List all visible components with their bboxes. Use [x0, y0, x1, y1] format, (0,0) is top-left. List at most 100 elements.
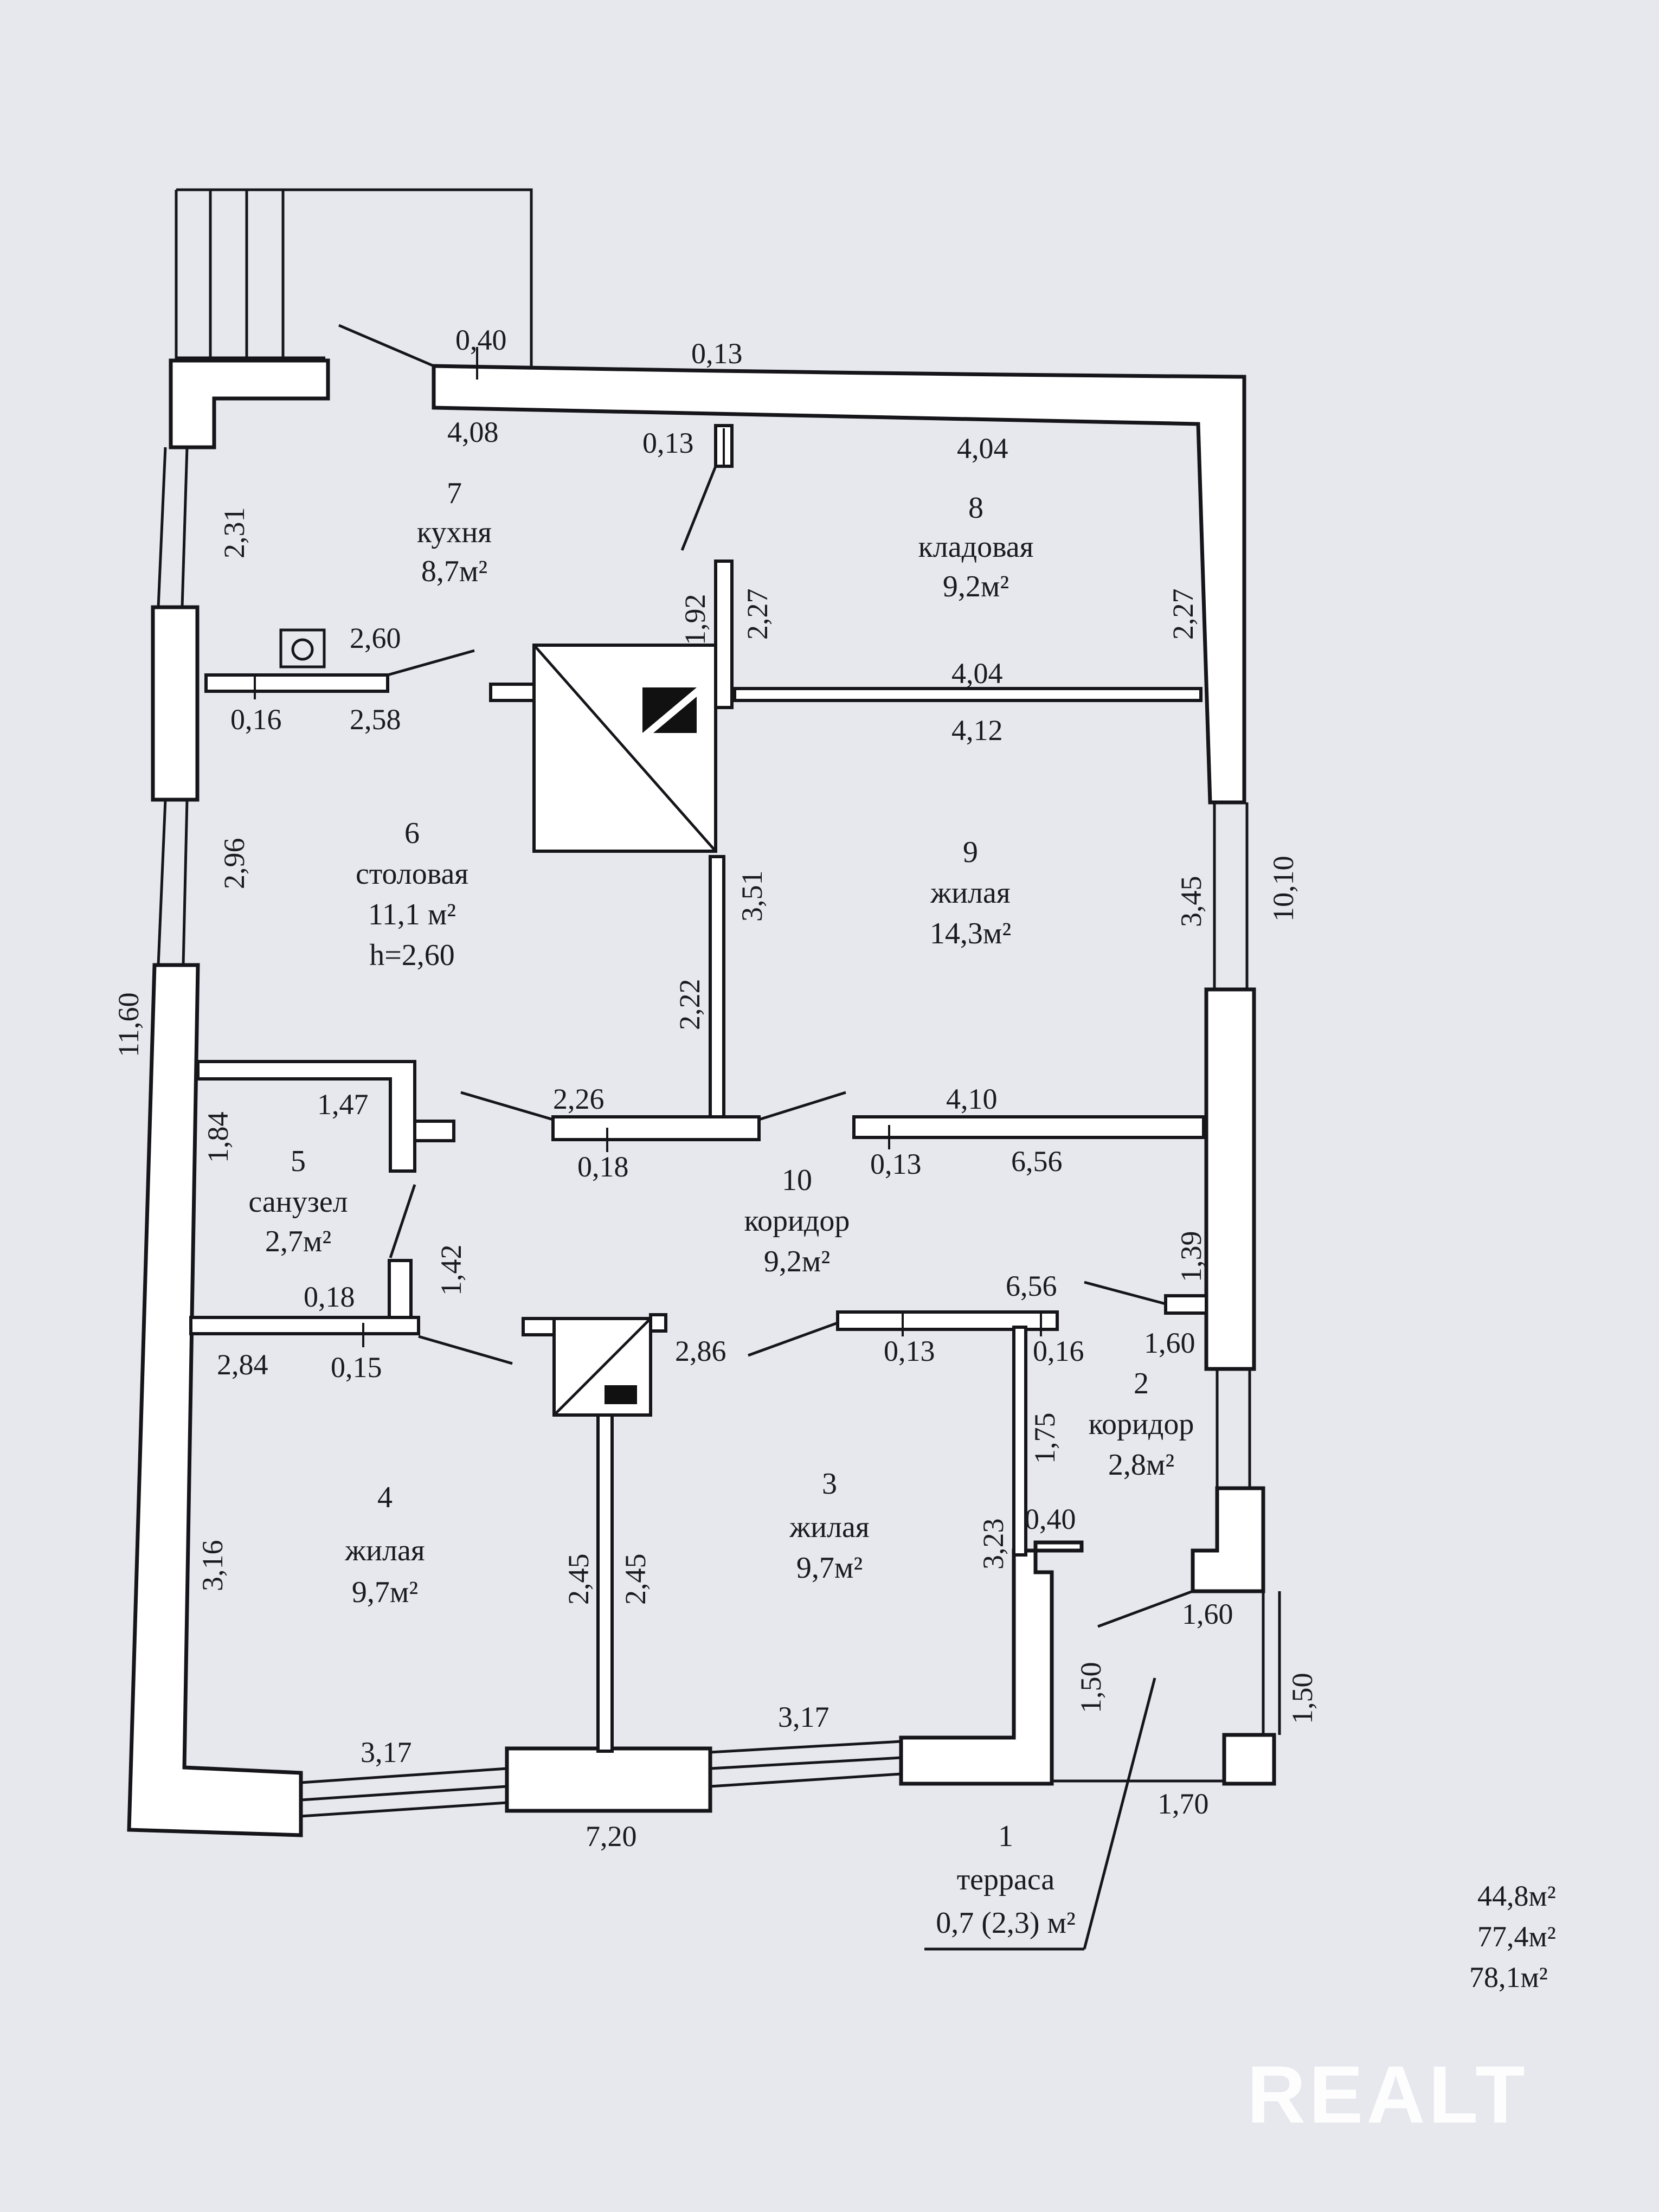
- dim-label: 6,56: [1011, 1145, 1063, 1178]
- dim-label: 3,23: [977, 1519, 1009, 1570]
- room-area: 11,1 м²: [368, 898, 456, 931]
- dim-label: 2,26: [553, 1083, 605, 1115]
- dim-label: 0,18: [304, 1281, 355, 1313]
- room-number: 8: [968, 491, 983, 525]
- room-number: 6: [404, 816, 420, 850]
- dimension-ticks: [254, 347, 1042, 1347]
- room-area: 9,7м²: [796, 1551, 863, 1585]
- dim-label: 6,56: [1006, 1270, 1057, 1302]
- dim-label: 4,12: [951, 714, 1003, 747]
- dim-label: 2,96: [218, 838, 250, 890]
- room-number: 9: [963, 835, 978, 869]
- dim-label: 1,70: [1158, 1787, 1209, 1820]
- windows: [157, 447, 1281, 1818]
- dim-label: 0,13: [691, 337, 743, 370]
- area-summary: 44,8м² 77,4м² 78,1м²: [1469, 1880, 1556, 1994]
- dim-label: 4,08: [447, 416, 499, 448]
- dim-label: 0,40: [455, 324, 507, 356]
- realt-watermark-logo: REALT: [1247, 2049, 1528, 2140]
- dim-label: 0,13: [642, 427, 694, 459]
- dim-label: 1,50: [1286, 1673, 1319, 1725]
- dim-label: 3,17: [778, 1701, 829, 1733]
- room-3-label: 3 жилая 9,7м²: [789, 1467, 869, 1585]
- dimension-labels: 0,40 0,13 4,08 0,13 4,04 2,60 0,16 2,58 …: [112, 324, 1319, 1853]
- dim-label: 2,27: [1167, 589, 1199, 640]
- dim-label: 2,45: [562, 1554, 595, 1605]
- dim-label: 0,15: [331, 1351, 382, 1384]
- room-9-label: 9 жилая 14,3м²: [930, 835, 1011, 950]
- dim-label: 3,17: [361, 1736, 412, 1769]
- room-name: столовая: [356, 857, 468, 891]
- summary-line: 77,4м²: [1477, 1920, 1556, 1953]
- dim-label: 0,13: [884, 1335, 935, 1367]
- dim-label: 1,60: [1182, 1598, 1233, 1630]
- dim-label: 2,22: [673, 979, 706, 1031]
- dim-label: 1,47: [317, 1088, 369, 1121]
- dim-label: 0,18: [577, 1150, 629, 1183]
- dim-label: 1,50: [1075, 1662, 1107, 1714]
- interior-walls: [189, 424, 1208, 1753]
- room-7-label: 7 кухня 8,7м²: [417, 477, 492, 588]
- room-name: коридор: [744, 1204, 850, 1238]
- room-5-label: 5 санузел 2,7м²: [248, 1144, 348, 1258]
- room-area: 9,7м²: [352, 1576, 418, 1609]
- dim-label: 10,10: [1267, 856, 1300, 922]
- room-4-label: 4 жилая 9,7м²: [344, 1481, 425, 1609]
- stove-large: [489, 644, 717, 853]
- entrance-steps: [175, 188, 533, 366]
- room-area: 2,7м²: [265, 1225, 331, 1258]
- dim-label: 4,04: [957, 432, 1008, 465]
- room-name: кухня: [417, 516, 492, 549]
- room-number: 10: [782, 1163, 812, 1197]
- dim-label: 4,10: [946, 1083, 998, 1115]
- dim-label: 0,40: [1025, 1503, 1076, 1535]
- room-name: коридор: [1089, 1407, 1194, 1441]
- dim-label: 1,42: [435, 1245, 467, 1296]
- dim-label: 2,58: [350, 703, 401, 736]
- room-area: 9,2м²: [764, 1245, 830, 1278]
- dim-label: 2,31: [218, 507, 250, 559]
- dim-label: 0,16: [1033, 1335, 1084, 1367]
- room-name: санузел: [248, 1185, 348, 1219]
- room-area: 14,3м²: [930, 917, 1011, 950]
- dim-label: 0,16: [230, 703, 282, 736]
- dim-label: 2,84: [217, 1348, 268, 1381]
- dim-label: 2,45: [619, 1554, 652, 1605]
- dim-label: 3,16: [196, 1540, 229, 1592]
- room-number: 4: [377, 1481, 393, 1514]
- room-name: терраса: [957, 1863, 1055, 1896]
- dim-label: 2,27: [741, 589, 774, 640]
- dim-label: 4,04: [951, 657, 1003, 690]
- dim-label: 1,75: [1028, 1413, 1061, 1464]
- room-number: 2: [1134, 1367, 1149, 1400]
- dim-label: 7,20: [586, 1820, 637, 1853]
- dim-label: 2,86: [675, 1335, 726, 1367]
- summary-line: 44,8м²: [1477, 1880, 1556, 1912]
- room-name: жилая: [789, 1510, 869, 1544]
- room-number: 3: [822, 1467, 837, 1501]
- room-name: жилая: [930, 876, 1010, 910]
- room-1-label: 1 терраса 0,7 (2,3) м²: [936, 1819, 1076, 1940]
- room-2-label: 2 коридор 2,8м²: [1089, 1367, 1194, 1482]
- summary-line: 78,1м²: [1469, 1961, 1548, 1994]
- dim-label: 11,60: [112, 993, 145, 1058]
- room-number: 7: [447, 477, 462, 510]
- dim-label: 2,60: [350, 622, 401, 654]
- room-height: h=2,60: [369, 938, 455, 972]
- sink-icon: [279, 628, 326, 668]
- room-area: 2,8м²: [1108, 1448, 1174, 1482]
- stove-small: [522, 1313, 667, 1417]
- room-name: жилая: [344, 1534, 425, 1567]
- room-area: 9,2м²: [943, 570, 1009, 603]
- dim-label: 1,92: [679, 594, 711, 646]
- door-swings: [338, 324, 1193, 1951]
- dim-label: 0,13: [870, 1148, 922, 1180]
- room-area: 0,7 (2,3) м²: [936, 1906, 1076, 1940]
- dim-label: 3,45: [1175, 876, 1207, 928]
- dim-label: 1,60: [1144, 1327, 1195, 1359]
- room-6-label: 6 столовая 11,1 м² h=2,60: [356, 816, 468, 972]
- room-name: кладовая: [918, 530, 1034, 564]
- dim-label: 1,84: [202, 1112, 234, 1163]
